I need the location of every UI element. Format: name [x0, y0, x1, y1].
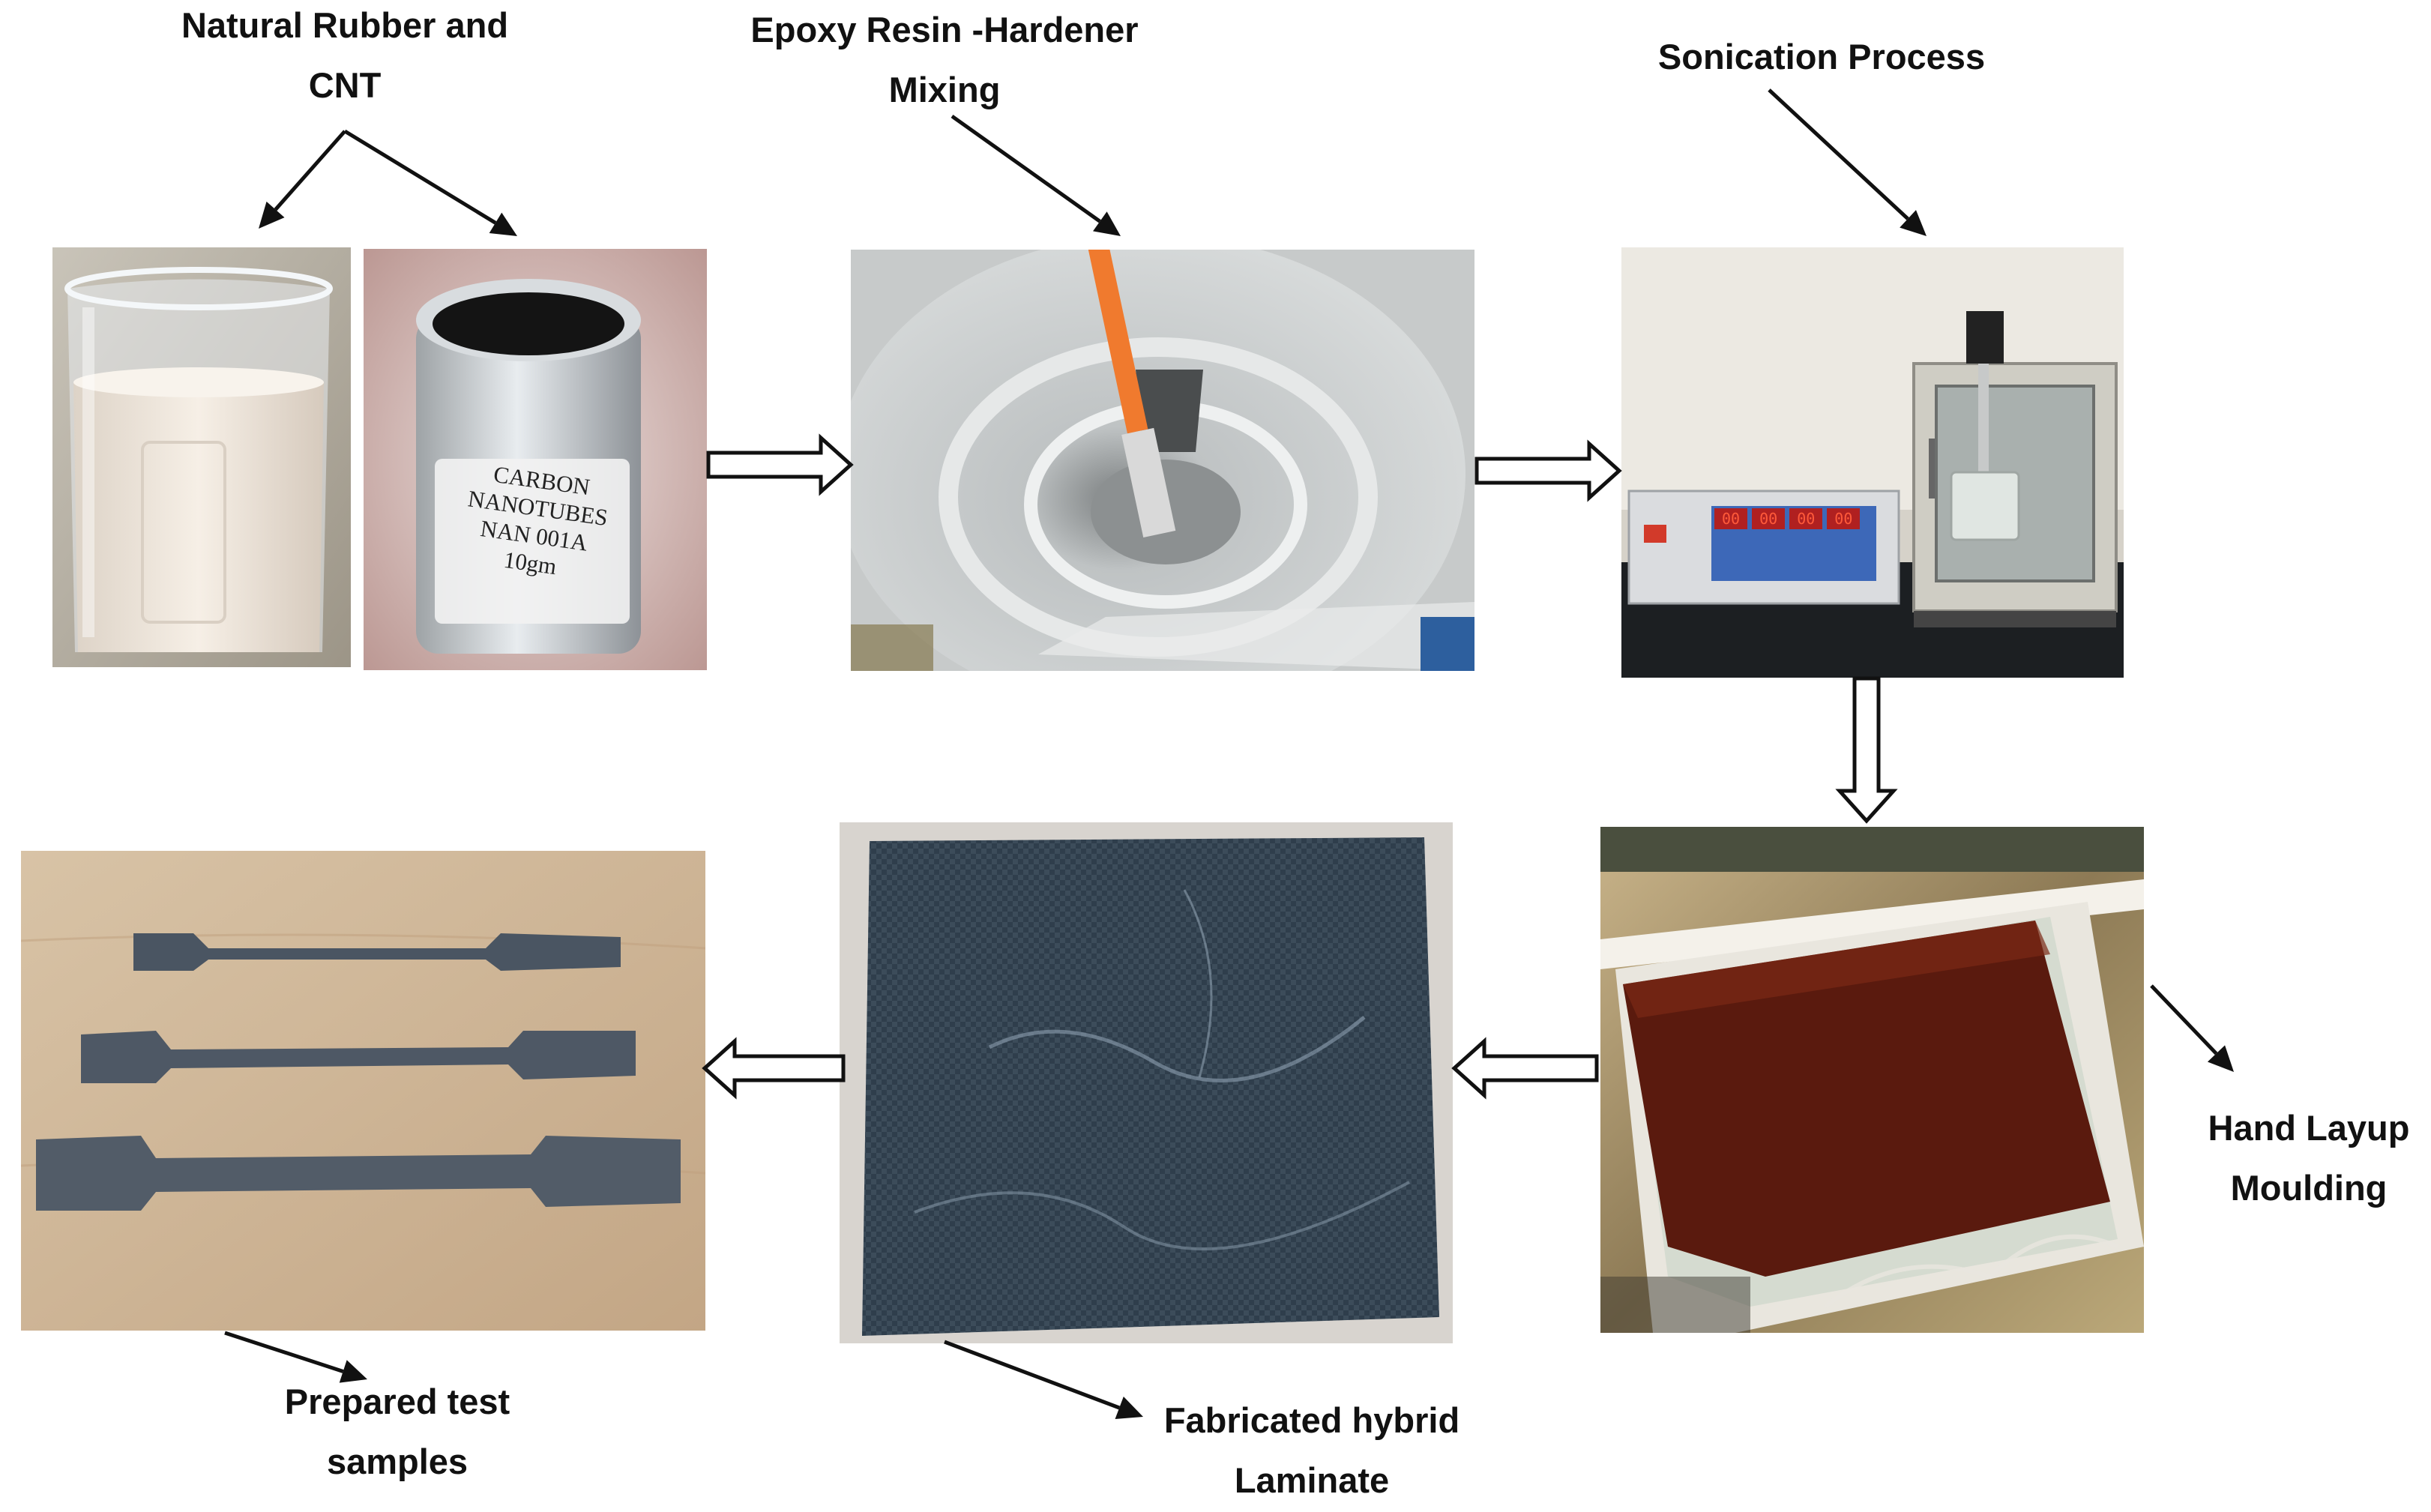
- display-readout: 00: [1752, 508, 1786, 529]
- test-specimen: [36, 1136, 681, 1211]
- epoxy-mixing-photo: [851, 250, 1474, 671]
- display-readout: 00: [1827, 508, 1861, 529]
- hand-layup-photo: [1600, 827, 2144, 1333]
- label-line: Mixing: [888, 70, 1001, 109]
- test-specimen: [133, 933, 621, 971]
- flow-arrow-to-samples: [702, 1037, 846, 1100]
- label-line: Fabricated hybrid: [1163, 1400, 1460, 1440]
- callout-arrow-cnt: [343, 129, 517, 236]
- label-line: Moulding: [2230, 1168, 2388, 1208]
- label-line: Prepared test: [284, 1382, 510, 1421]
- laminate-sheet: [862, 837, 1439, 1336]
- callout-arrow-laminate: [944, 1340, 1143, 1419]
- cnt-powder: [433, 292, 624, 355]
- label-test-samples: Prepared test samples: [247, 1372, 547, 1492]
- label-line: Natural Rubber and: [181, 5, 509, 45]
- label-line: samples: [326, 1442, 469, 1481]
- callout-arrow-samples: [224, 1331, 367, 1383]
- cnt-jar-photo: CARBON NANOTUBES NAN 001A 10gm: [364, 249, 707, 670]
- stirrer-rod: [1086, 250, 1148, 434]
- flow-arrow-to-sonication: [1474, 439, 1622, 502]
- flow-arrow-to-layup: [1835, 676, 1898, 824]
- label-line: Hand Layup: [2208, 1108, 2410, 1148]
- latex-fill: [73, 375, 324, 652]
- label-natural-rubber-cnt: Natural Rubber and CNT: [112, 0, 577, 115]
- display-readout: 00: [1714, 508, 1748, 529]
- flow-arrow-to-epoxy: [706, 433, 854, 496]
- test-samples-photo: [21, 851, 705, 1331]
- callout-arrow-epoxy: [951, 114, 1121, 236]
- label-fabricated-laminate: Fabricated hybrid Laminate: [1124, 1391, 1499, 1511]
- test-specimen: [81, 1031, 636, 1083]
- natural-rubber-beaker-photo: [52, 247, 351, 667]
- callout-arrow-sonication: [1768, 88, 1927, 236]
- label-line: CNT: [308, 65, 382, 105]
- callout-arrow-rubber: [259, 130, 346, 229]
- resin-sheet: [1623, 921, 2110, 1277]
- label-line: Epoxy Resin -Hardener: [750, 10, 1139, 49]
- label-hand-layup: Hand Layup Moulding: [2193, 1098, 2425, 1218]
- label-sonication: Sonication Process: [1582, 27, 2061, 87]
- display-readout: 00: [1789, 508, 1823, 529]
- label-line: Sonication Process: [1657, 37, 1986, 76]
- sonicator-display: 00 00 00 00: [1714, 508, 1873, 529]
- fabricated-laminate-photo: [840, 822, 1453, 1343]
- callout-arrow-hand-layup: [2150, 984, 2234, 1072]
- sonicator-photo: 00 00 00 00: [1621, 247, 2124, 678]
- label-line: Laminate: [1234, 1460, 1390, 1500]
- label-epoxy-mixing: Epoxy Resin -Hardener Mixing: [720, 0, 1169, 120]
- flow-arrow-to-laminate: [1451, 1037, 1599, 1100]
